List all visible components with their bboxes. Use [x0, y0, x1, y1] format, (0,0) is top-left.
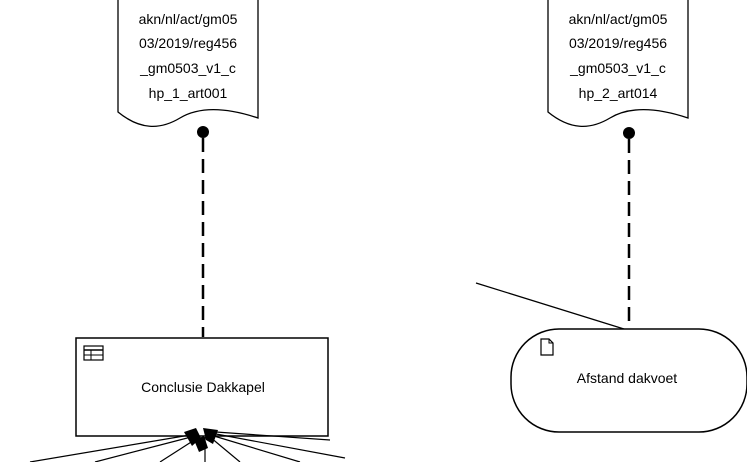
document-node-2[interactable]: akn/nl/act/gm05 03/2019/reg456 _gm0503_v…	[547, 0, 689, 128]
document-line: _gm0503_v1_c	[569, 60, 666, 76]
document-icon	[540, 338, 554, 356]
document-shape	[547, 0, 689, 128]
incoming-connectors	[29, 428, 346, 462]
input-data-shape	[510, 328, 747, 433]
document-line: hp_1_art001	[149, 85, 228, 101]
node-label: Afstand dakvoet	[577, 370, 678, 386]
connector-line	[215, 433, 346, 459]
document-line: 03/2019/reg456	[139, 35, 237, 51]
arrowhead	[203, 428, 218, 444]
document-line: 03/2019/reg456	[569, 35, 667, 51]
connector-endpoint-dot	[197, 126, 209, 138]
connector-1[interactable]	[197, 126, 209, 337]
document-shape	[117, 0, 259, 128]
connector-line	[209, 436, 241, 462]
connector-2[interactable]	[623, 127, 635, 328]
arrowhead	[194, 436, 208, 452]
table-icon	[83, 345, 104, 361]
document-line: hp_2_art014	[579, 85, 658, 101]
connector-line	[213, 435, 301, 462]
node-label: Conclusie Dakkapel	[141, 379, 265, 395]
connector-line	[29, 434, 191, 462]
document-line: _gm0503_v1_c	[139, 60, 236, 76]
connector-line	[94, 435, 196, 462]
connector-endpoint-dot	[623, 127, 635, 139]
document-node-1[interactable]: akn/nl/act/gm05 03/2019/reg456 _gm0503_v…	[117, 0, 259, 128]
decision-table-node[interactable]: Conclusie Dakkapel	[75, 337, 329, 437]
input-data-node[interactable]: Afstand dakvoet	[510, 328, 747, 433]
decision-table-box	[75, 337, 329, 437]
connector-line	[215, 431, 331, 441]
connector-line[interactable]	[475, 282, 625, 330]
document-line: akn/nl/act/gm05	[139, 11, 238, 27]
document-line: akn/nl/act/gm05	[569, 11, 668, 27]
